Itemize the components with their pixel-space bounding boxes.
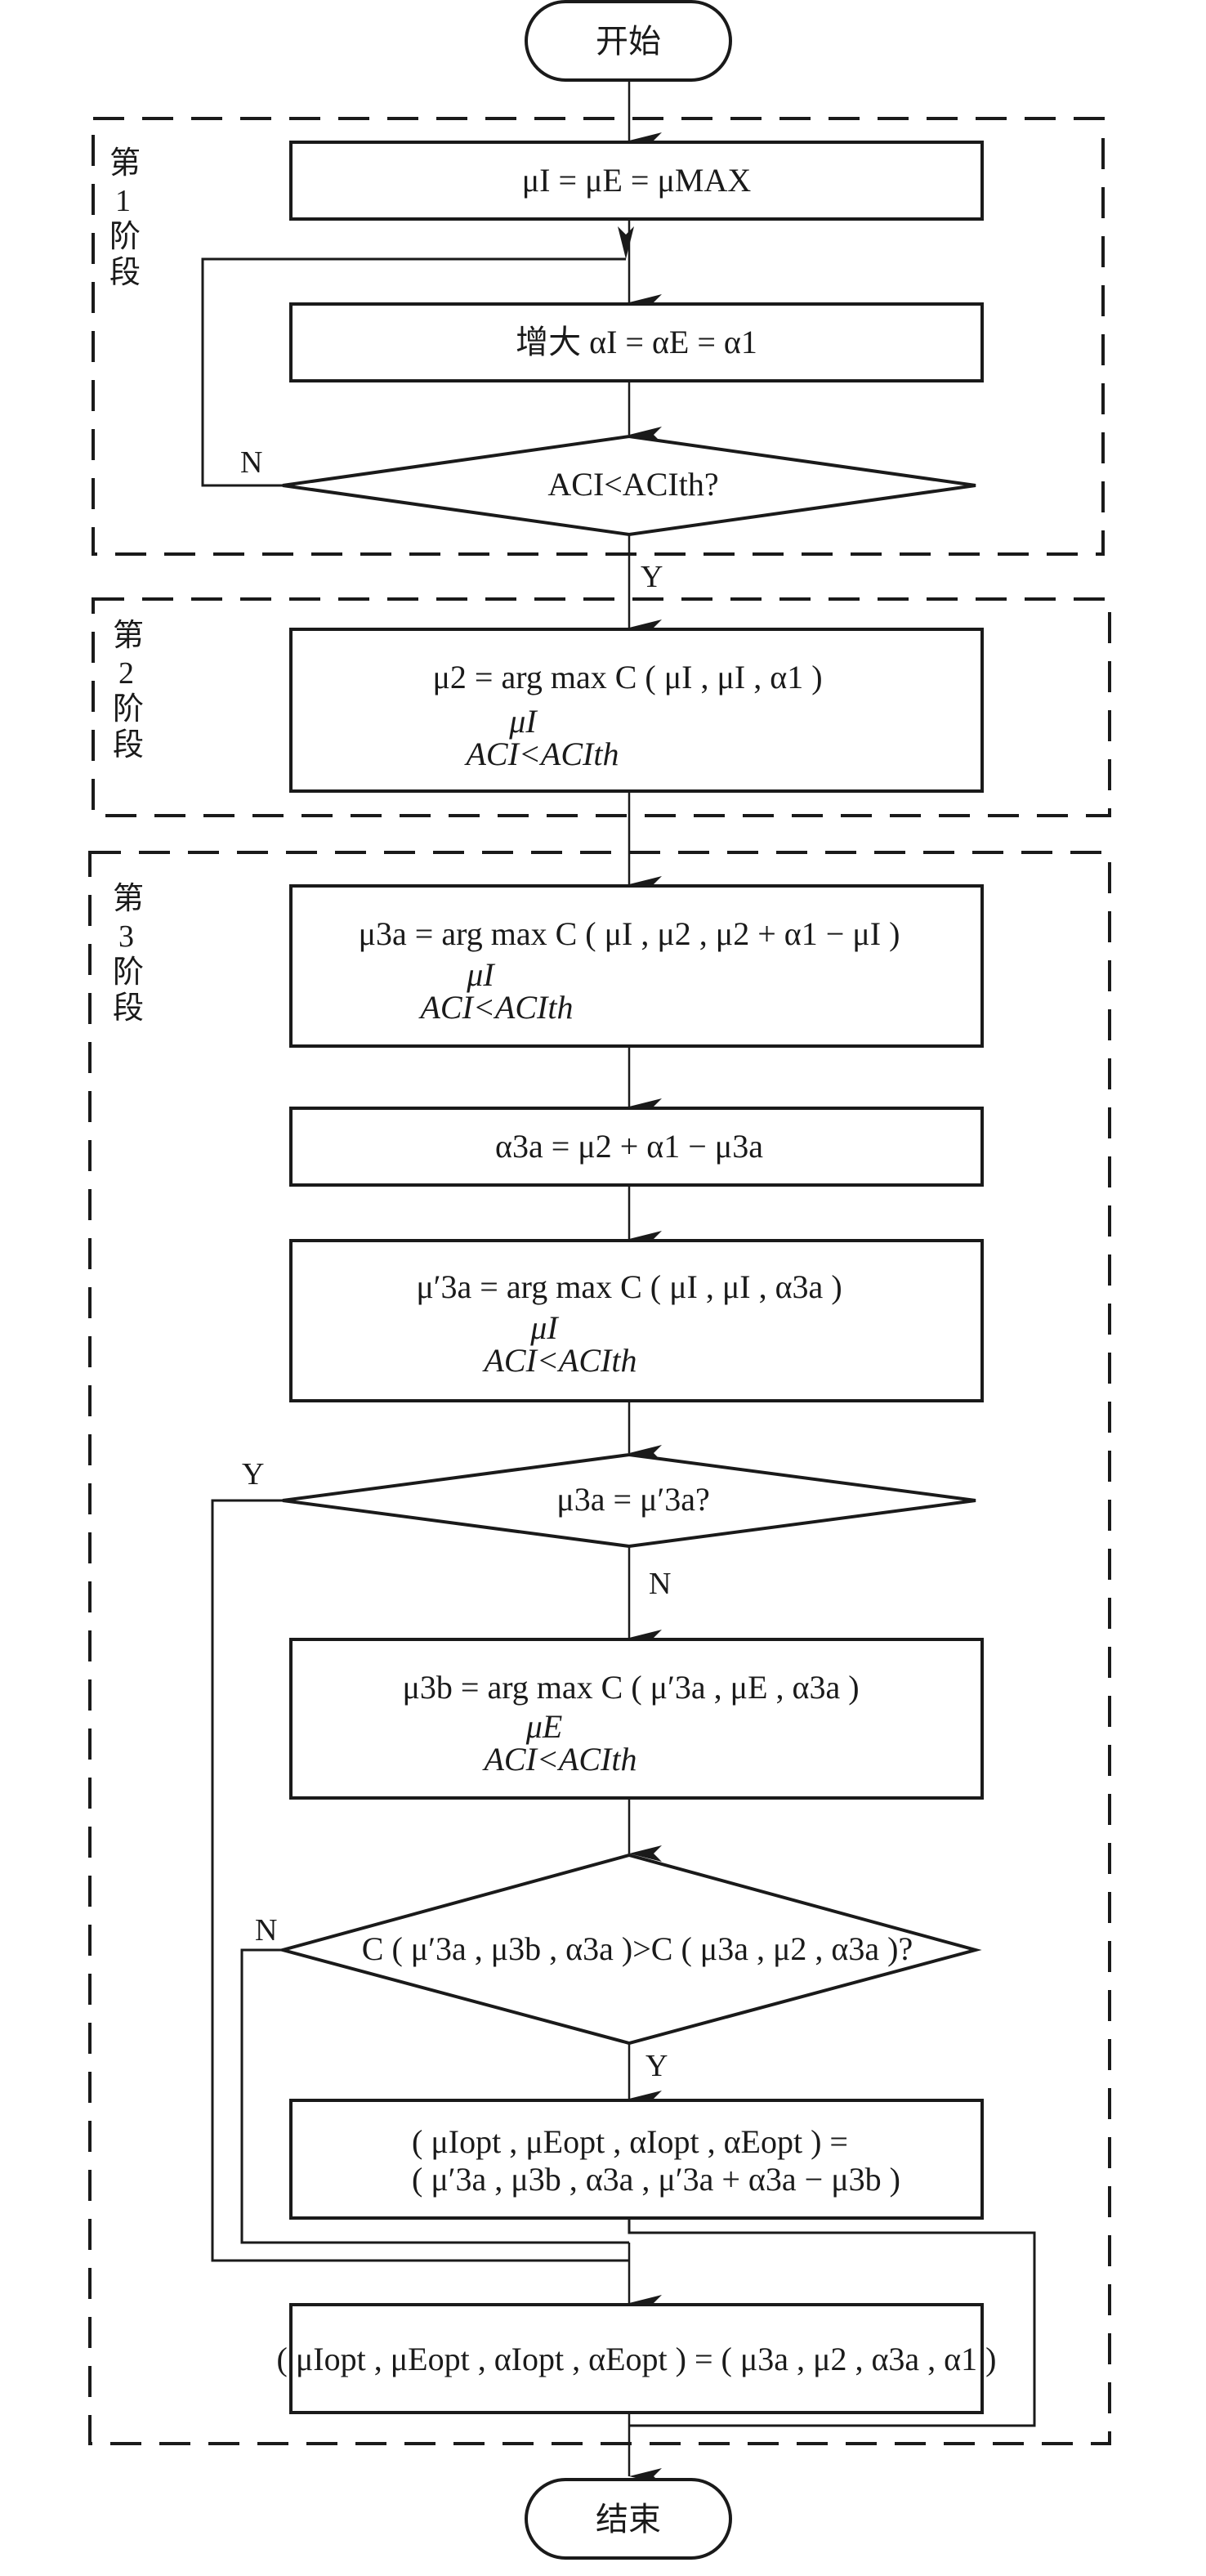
node-mu3a-under-1: μI (466, 956, 495, 993)
stage-2-container (92, 597, 1111, 817)
node-opt-b: ( μIopt , μEopt , αIopt , αEopt ) = ( μ′… (289, 2099, 984, 2220)
start-terminal: 开始 (525, 0, 732, 82)
label-check3-no: N (255, 1913, 277, 1948)
stage-1-label-line: 1 (115, 184, 131, 218)
node-mu3b: μ3b = arg max C ( μ′3a , μE , α3a ) μE A… (289, 1638, 984, 1800)
stage-3-label: 第 3 阶 段 (113, 880, 144, 1026)
node-mu3a-prime-text: μ′3a = arg max C ( μI , μI , α3a ) (416, 1268, 842, 1305)
label-check1-no: N (240, 445, 262, 480)
stage-2-label-line: 段 (113, 727, 144, 763)
stage-3-label-line: 阶 (113, 954, 144, 990)
label-check2-yes: Y (242, 1457, 264, 1491)
stage-2-label-line: 第 (113, 617, 144, 653)
stage-1-label-line: 阶 (109, 218, 141, 254)
connectors (201, 82, 1036, 2484)
node-alpha3a-text: α3a = μ2 + α1 − μ3a (495, 1128, 763, 1165)
node-opt-b-line-2: ( μ′3a , μ3b , α3a , μ′3a + α3a − μ3b ) (412, 2161, 900, 2198)
node-mu2-under-1: μI (508, 703, 538, 740)
stage-2-label: 第 2 阶 段 (113, 617, 144, 763)
edge-opt-b-end (628, 2218, 1036, 2427)
stage-1-label-line: 第 (109, 145, 141, 181)
node-mu2-text: μ2 = arg max C ( μI , μI , α1 ) (432, 659, 822, 695)
node-opt-b-line-1: ( μIopt , μEopt , αIopt , αEopt ) = (412, 2123, 848, 2160)
node-increase-alpha-text: 增大 αI = αE = α1 (516, 324, 757, 360)
node-increase-alpha: 增大 αI = αE = α1 (289, 302, 984, 382)
node-mu3a-prime-under-2: ACI<ACIth (482, 1342, 637, 1379)
node-mu2-under-2: ACI<ACIth (464, 736, 619, 772)
label-check3-yes: Y (645, 2049, 668, 2083)
decision-mu3a-equal: μ3a = μ′3a? (282, 1452, 976, 1549)
start-label: 开始 (596, 23, 661, 60)
decision-acl-threshold-1-text: ACI<ACIth? (547, 466, 718, 503)
node-init-text: μI = μE = μMAX (522, 162, 752, 199)
edge-check2-yes (211, 1499, 629, 2262)
decision-compare-c-text: C ( μ′3a , μ3b , α3a )>C ( μ3a , μ2 , α3… (362, 1930, 913, 1967)
stage-3-label-line: 第 (113, 880, 144, 916)
stage-3-container (88, 851, 1111, 2445)
node-mu3a-text: μ3a = arg max C ( μI , μ2 , μ2 + α1 − μI… (359, 915, 900, 952)
node-mu3a-prime: μ′3a = arg max C ( μI , μI , α3a ) μI AC… (289, 1239, 984, 1402)
decision-compare-c: C ( μ′3a , μ3b , α3a )>C ( μ3a , μ2 , α3… (276, 1853, 982, 2046)
node-mu2: μ2 = arg max C ( μI , μI , α1 ) μI ACI<A… (289, 628, 984, 793)
stage-1-label: 第 1 阶 段 (109, 145, 141, 290)
node-opt-a: ( μIopt , μEopt , αIopt , αEopt ) = ( μ3… (277, 2303, 997, 2414)
node-mu3b-text: μ3b = arg max C ( μ′3a , μE , α3a ) (402, 1669, 859, 1706)
edge-check3-no (240, 1948, 629, 2244)
end-label: 结束 (596, 2501, 661, 2538)
decision-mu3a-equal-text: μ3a = μ′3a? (556, 1481, 709, 1518)
node-alpha3a: α3a = μ2 + α1 − μ3a (289, 1107, 984, 1187)
stage-3-label-line: 段 (113, 990, 144, 1026)
node-mu3a-under-2: ACI<ACIth (418, 989, 574, 1026)
node-init: μI = μE = μMAX (289, 141, 984, 221)
node-mu3b-under-1: μE (525, 1708, 563, 1745)
node-mu3a-prime-under-1: μI (529, 1309, 559, 1346)
node-opt-a-text: ( μIopt , μEopt , αIopt , αEopt ) = ( μ3… (277, 2341, 997, 2377)
node-mu3a: μ3a = arg max C ( μI , μ2 , μ2 + α1 − μI… (289, 884, 984, 1048)
stage-1-container (92, 117, 1105, 556)
end-terminal: 结束 (525, 2478, 732, 2560)
stage-2-label-line: 阶 (113, 691, 144, 727)
node-mu3b-under-2: ACI<ACIth (482, 1741, 637, 1778)
stage-2-label-line: 2 (118, 656, 134, 691)
label-check1-yes: Y (641, 560, 663, 594)
decision-acl-threshold-1: ACI<ACIth? (282, 434, 976, 537)
edge-check1-no-loop (201, 226, 634, 487)
stage-3-label-line: 3 (118, 919, 134, 954)
label-check2-no: N (649, 1567, 671, 1601)
stage-1-label-line: 段 (109, 254, 141, 290)
